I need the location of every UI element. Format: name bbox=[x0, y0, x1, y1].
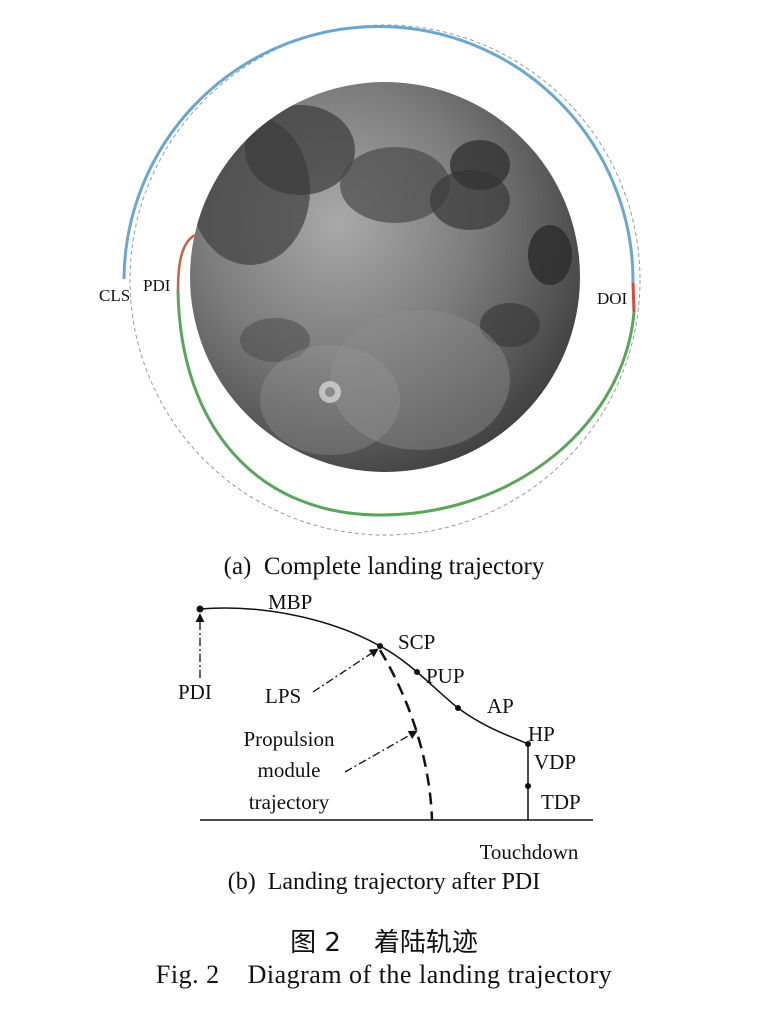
label-propulsion-line3: trajectory bbox=[249, 790, 330, 814]
point-pup bbox=[414, 669, 420, 675]
label-scp: SCP bbox=[398, 630, 435, 654]
label-hp: HP bbox=[528, 722, 555, 746]
point-hp bbox=[525, 741, 531, 747]
label-cls: CLS bbox=[99, 286, 130, 305]
label-doi: DOI bbox=[597, 289, 628, 308]
label-propulsion-line1: Propulsion bbox=[243, 727, 335, 751]
label-mbp: MBP bbox=[268, 590, 312, 614]
point-ap bbox=[455, 705, 461, 711]
panel-a-caption: (a) Complete landing trajectory bbox=[223, 553, 545, 580]
propulsion-module-trajectory bbox=[378, 649, 434, 821]
label-pup: PUP bbox=[426, 664, 465, 688]
doi-burn-segment bbox=[631, 282, 636, 313]
descent-orbit-arc bbox=[122, 25, 635, 284]
dashed-reference-orbit bbox=[129, 24, 641, 536]
panel-a-orbit-diagram: CLS PDI DOI bbox=[99, 24, 641, 536]
panel-b-landing-profile: MBP SCP PUP AP HP VDP TDP PDI LPS Propul… bbox=[178, 590, 593, 864]
label-pdi-b: PDI bbox=[178, 680, 212, 704]
label-touchdown: Touchdown bbox=[480, 840, 579, 864]
label-tdp: TDP bbox=[541, 790, 581, 814]
point-scp bbox=[377, 643, 383, 649]
main-landing-trajectory bbox=[199, 607, 529, 745]
powered-descent-arc bbox=[176, 289, 636, 517]
panel-b-caption: (b) Landing trajectory after PDI bbox=[227, 869, 541, 895]
label-propulsion-line2: module bbox=[258, 758, 321, 782]
moon-image bbox=[190, 82, 580, 472]
lps-pointer-arrow bbox=[312, 648, 379, 693]
figure-caption-chinese: 图 2 着陆轨迹 bbox=[290, 928, 478, 958]
label-pdi-a: PDI bbox=[143, 276, 171, 295]
pdi-transfer-arc bbox=[176, 233, 196, 291]
label-lps: LPS bbox=[265, 684, 301, 708]
point-mbp-start bbox=[196, 605, 204, 613]
propulsion-pointer-arrow bbox=[344, 730, 418, 773]
point-tdp bbox=[525, 783, 531, 789]
label-vdp: VDP bbox=[534, 750, 576, 774]
figure-caption-english: Fig. 2 Diagram of the landing trajectory bbox=[155, 960, 613, 989]
label-ap: AP bbox=[487, 694, 514, 718]
